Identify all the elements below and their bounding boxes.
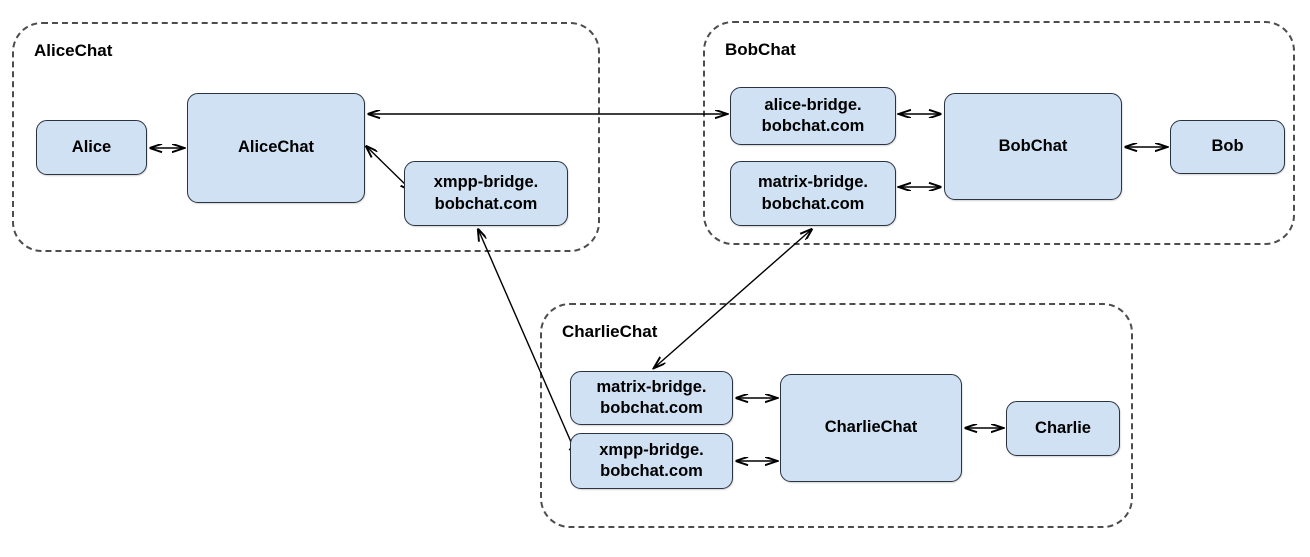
node-label-line: bobchat.com — [600, 462, 703, 480]
node-bob-alice-bridge[interactable]: alice-bridge. bobchat.com — [730, 87, 896, 145]
node-label-alice-xmpp-bridge: xmpp-bridge. bobchat.com — [434, 172, 539, 215]
node-label-line: bobchat.com — [761, 117, 865, 135]
node-alice[interactable]: Alice — [36, 120, 147, 175]
node-label-line: AliceChat — [237, 138, 315, 157]
node-label-charlie-xmpp-bridge: xmpp-bridge. bobchat.com — [599, 440, 704, 483]
node-charliechat[interactable]: CharlieChat — [780, 374, 962, 482]
node-charlie-matrix-bridge[interactable]: matrix-bridge. bobchat.com — [570, 371, 733, 425]
node-alicechat[interactable]: AliceChat — [187, 93, 365, 203]
node-bob-matrix-bridge[interactable]: matrix-bridge. bobchat.com — [730, 161, 896, 226]
node-label-line: bobchat.com — [600, 399, 703, 417]
node-label-line: xmpp-bridge. — [433, 173, 539, 192]
node-bobchat[interactable]: BobChat — [944, 93, 1122, 200]
container-label-alice-container: AliceChat — [34, 41, 113, 60]
node-label-bob: Bob — [1211, 136, 1243, 157]
node-charlie[interactable]: Charlie — [1006, 401, 1120, 456]
node-label-line: xmpp-bridge. — [599, 440, 704, 459]
node-label-bob-matrix-bridge: matrix-bridge. bobchat.com — [758, 172, 868, 215]
node-label-line: CharlieChat — [824, 418, 918, 437]
node-label-charliechat: CharlieChat — [825, 417, 918, 438]
node-label-line: Charlie — [1035, 418, 1091, 437]
node-label-line: matrix-bridge. — [757, 173, 869, 192]
node-label-line: alice-bridge. — [764, 95, 862, 114]
node-label-line: Bob — [1211, 137, 1244, 156]
node-charlie-xmpp-bridge[interactable]: xmpp-bridge. bobchat.com — [570, 433, 733, 489]
node-label-bobchat: BobChat — [999, 136, 1068, 157]
node-label-line: bobchat.com — [761, 194, 865, 213]
node-label-alice: Alice — [72, 137, 111, 158]
node-bob[interactable]: Bob — [1170, 120, 1285, 174]
container-bob-container — [703, 21, 1295, 245]
node-label-charlie-matrix-bridge: matrix-bridge. bobchat.com — [596, 377, 706, 420]
node-alice-xmpp-bridge[interactable]: xmpp-bridge. bobchat.com — [404, 161, 568, 226]
node-label-alicechat: AliceChat — [238, 137, 314, 158]
container-label-charlie-container: CharlieChat — [562, 322, 658, 341]
container-label-bob-container: BobChat — [725, 40, 796, 59]
node-label-bob-alice-bridge: alice-bridge. bobchat.com — [762, 95, 865, 138]
node-label-charlie: Charlie — [1035, 418, 1091, 439]
container-alice-container — [12, 22, 600, 252]
node-label-line: matrix-bridge. — [596, 377, 707, 396]
node-label-line: bobchat.com — [434, 194, 538, 213]
node-label-line: BobChat — [998, 136, 1068, 155]
node-label-line: Alice — [71, 137, 112, 156]
